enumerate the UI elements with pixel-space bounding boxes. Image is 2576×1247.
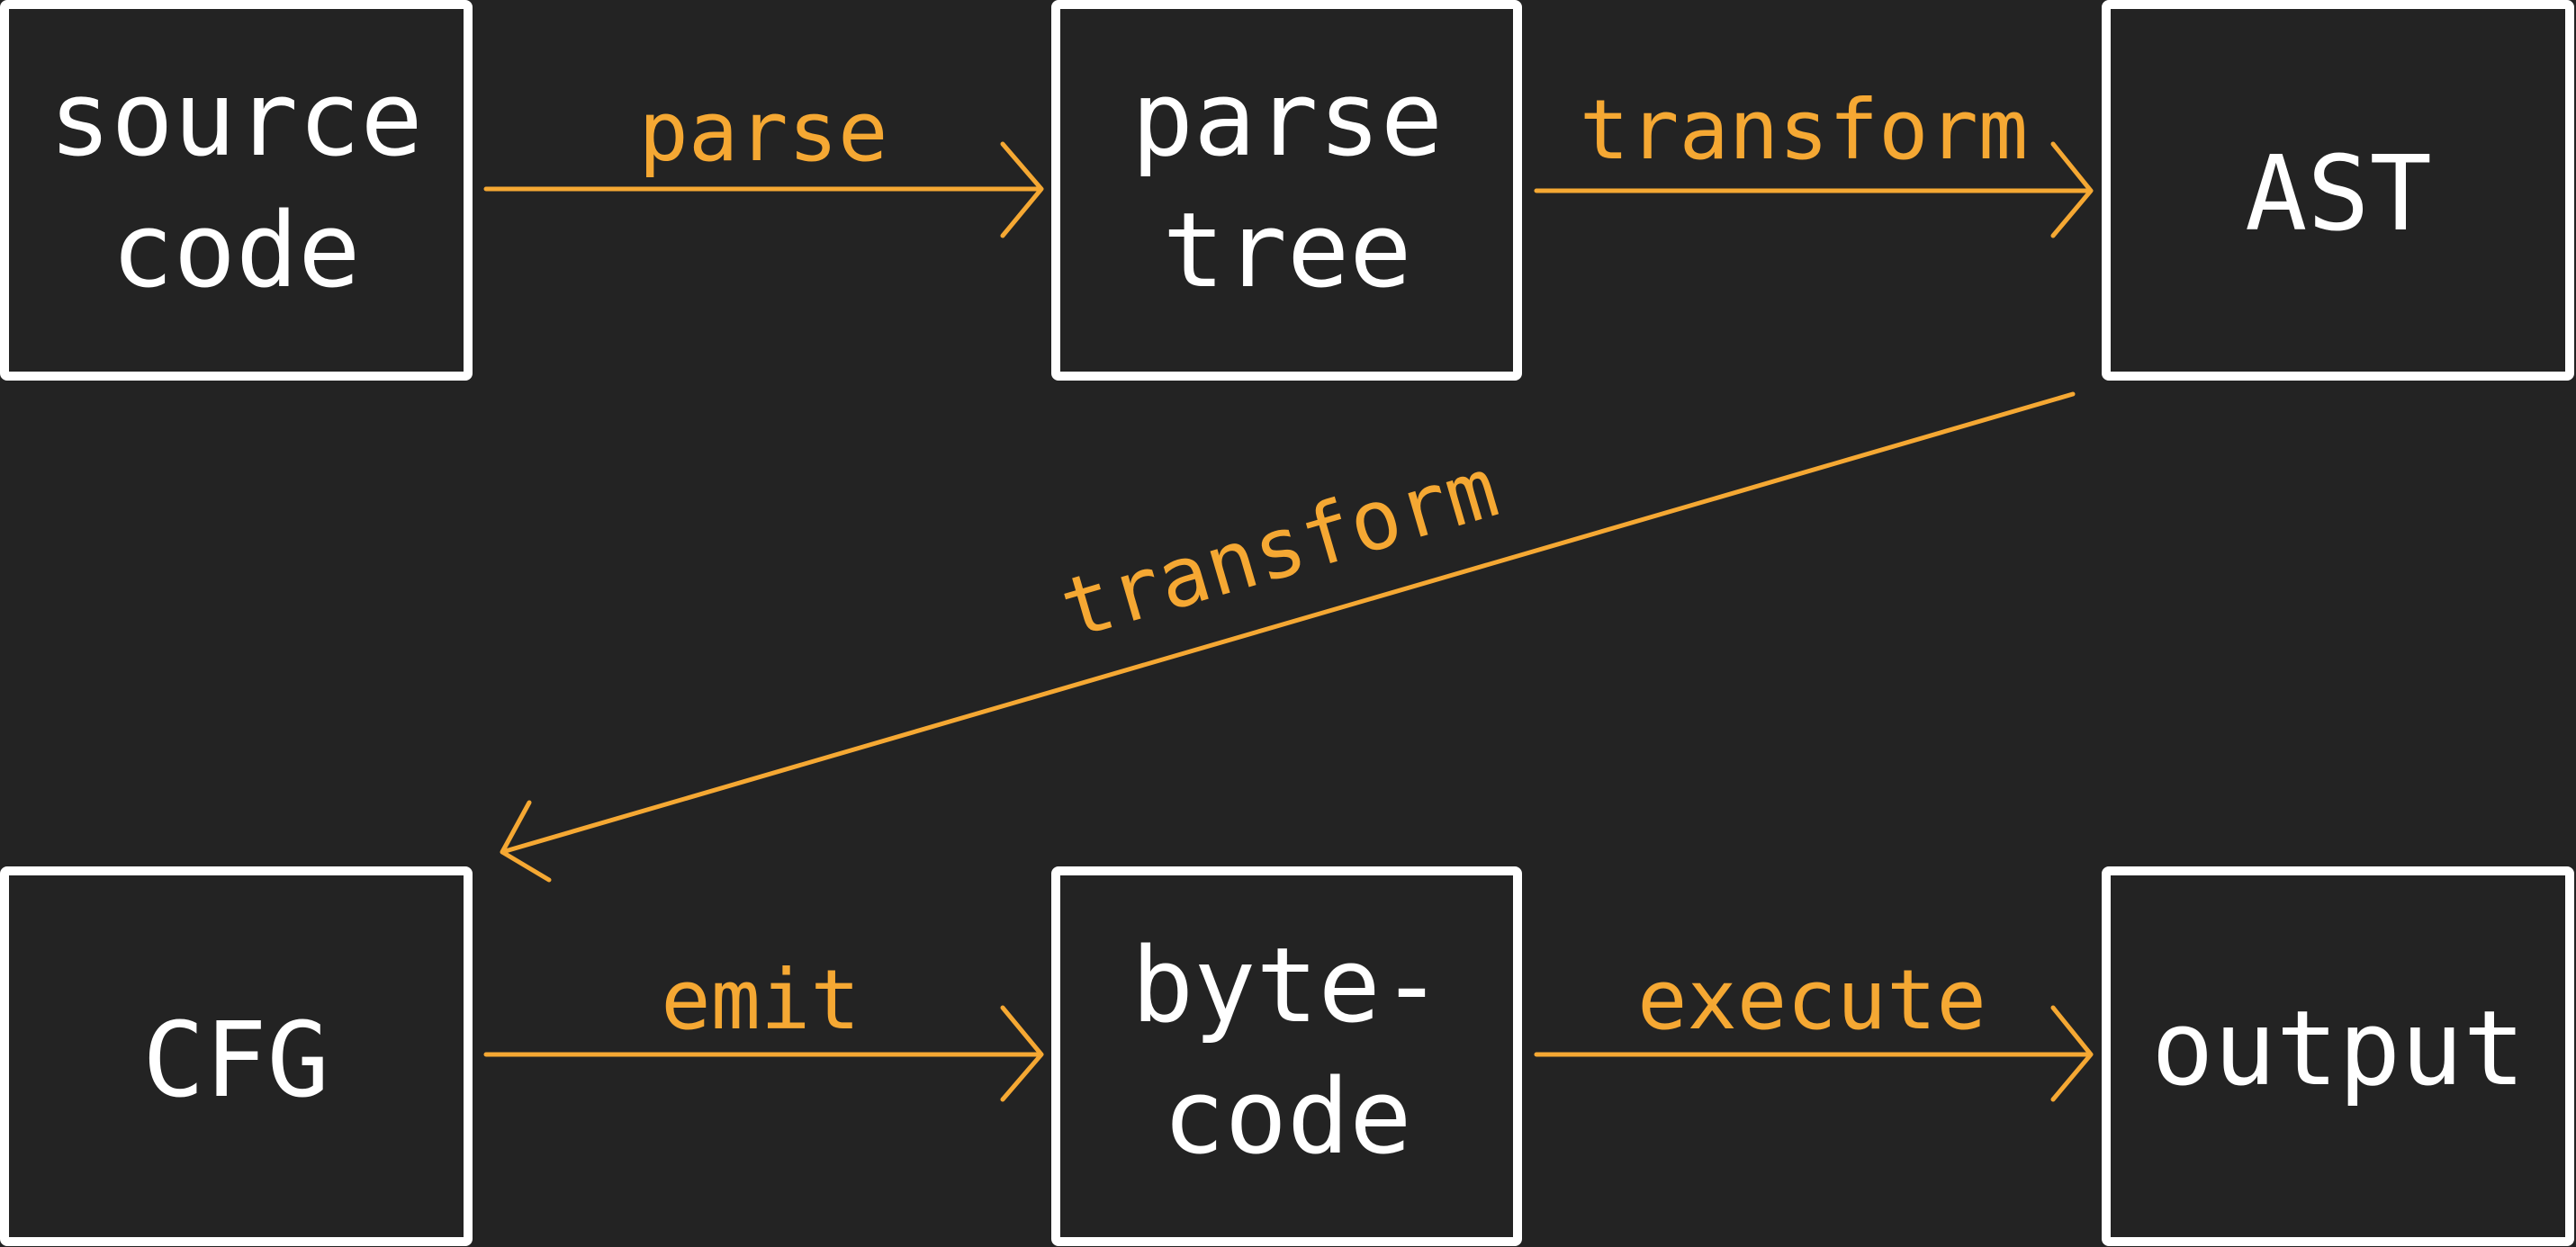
node-ast: AST bbox=[2102, 0, 2574, 381]
edge-transform-ast: transform bbox=[1534, 82, 2094, 238]
arrow-right-icon bbox=[1534, 141, 2094, 238]
node-label: parse bbox=[1131, 59, 1443, 180]
edge-label: emit bbox=[661, 952, 860, 1048]
node-cfg: CFG bbox=[0, 866, 473, 1246]
arrow-right-icon bbox=[483, 1005, 1044, 1102]
edge-emit: emit bbox=[483, 952, 1044, 1102]
edge-label: parse bbox=[639, 84, 888, 180]
node-label: code bbox=[112, 191, 361, 311]
edge-execute: execute bbox=[1534, 952, 2094, 1102]
node-label: output bbox=[2151, 989, 2525, 1109]
node-parse-tree: parse tree bbox=[1051, 0, 1522, 381]
node-label: byte- bbox=[1131, 926, 1443, 1046]
arrow-right-icon bbox=[1534, 1005, 2094, 1102]
arrow-diagonal-icon bbox=[500, 391, 2076, 883]
node-label: tree bbox=[1163, 191, 1412, 311]
edge-label: transform bbox=[1580, 82, 2029, 178]
node-output: output bbox=[2102, 866, 2574, 1246]
edge-label: execute bbox=[1637, 952, 1986, 1048]
node-label: code bbox=[1163, 1057, 1412, 1178]
node-label: CFG bbox=[142, 1000, 329, 1121]
node-bytecode: byte- code bbox=[1051, 866, 1522, 1246]
node-label: source bbox=[49, 59, 422, 180]
node-source-code: source code bbox=[0, 0, 473, 381]
edge-transform-cfg: transform bbox=[500, 391, 2076, 883]
edge-parse: parse bbox=[483, 84, 1044, 238]
node-label: AST bbox=[2245, 134, 2432, 255]
arrow-right-icon bbox=[483, 141, 1044, 238]
